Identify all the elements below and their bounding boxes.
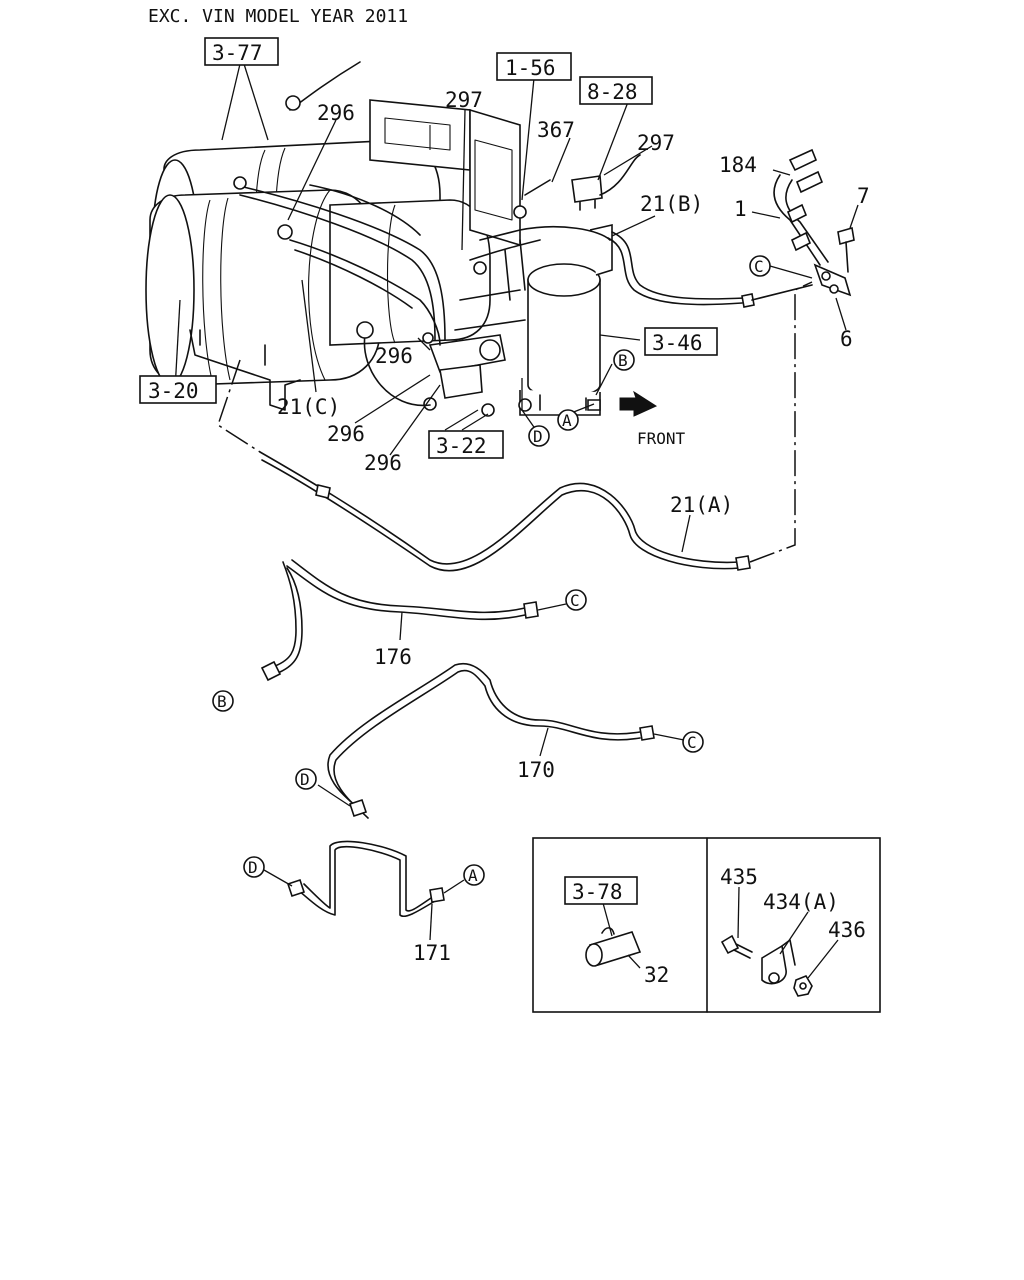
- svg-text:D: D: [300, 770, 310, 789]
- svg-text:B: B: [217, 692, 227, 711]
- connector-c-176: C: [565, 589, 587, 611]
- part-label-170: 170: [517, 758, 555, 782]
- ref-box-1-56[interactable]: 1-56: [496, 52, 572, 81]
- connector-d-171: D: [243, 856, 265, 878]
- part-labels: 296 297 367 297 184 7 1 21(B) 6 296 21(C…: [277, 88, 870, 987]
- pipe-joint-32: [585, 927, 642, 967]
- ref-box-3-78[interactable]: 3-78: [564, 876, 638, 905]
- detail-inset: [532, 837, 881, 1013]
- front-label: FRONT: [637, 429, 686, 448]
- connector-c-top: C: [749, 255, 771, 277]
- bolt: [837, 226, 855, 273]
- part-label-297: 297: [445, 88, 483, 112]
- valve-cluster: [423, 334, 601, 417]
- part-label-296-c: 296: [327, 422, 365, 446]
- svg-text:3-77: 3-77: [212, 41, 263, 65]
- solenoid-valve: [571, 175, 603, 211]
- ref-box-3-22[interactable]: 3-22: [428, 430, 504, 459]
- connector-a-top: A: [557, 409, 579, 431]
- ref-box-3-20[interactable]: 3-20: [139, 375, 217, 404]
- part-label-7: 7: [857, 184, 870, 208]
- connector-d-top: D: [528, 425, 550, 447]
- pipe-170: [317, 662, 685, 819]
- svg-text:C: C: [570, 591, 580, 610]
- front-direction-arrow: [619, 390, 658, 417]
- part-label-296: 296: [317, 101, 355, 125]
- diagram-title: EXC. VIN MODEL YEAR 2011: [148, 6, 408, 27]
- main-assembly: [145, 61, 855, 417]
- part-label-32: 32: [644, 963, 669, 987]
- svg-text:1-56: 1-56: [505, 56, 556, 80]
- connector-b-176: B: [212, 690, 234, 712]
- ref-box-8-28[interactable]: 8-28: [579, 76, 653, 105]
- pipe-21b: [607, 231, 813, 308]
- part-label-434a: 434(A): [763, 890, 839, 914]
- connector-c-170: C: [682, 731, 704, 753]
- union-bracket: [813, 263, 852, 297]
- svg-text:3-78: 3-78: [572, 880, 623, 904]
- pipe-21a: [217, 281, 813, 572]
- air-dryer: [519, 223, 613, 416]
- air-tank-middle: [329, 199, 491, 346]
- connector-b-top: B: [613, 349, 635, 371]
- flex-hose-assembly: [773, 148, 829, 266]
- svg-text:A: A: [562, 411, 572, 430]
- part-label-367: 367: [537, 118, 575, 142]
- svg-text:3-20: 3-20: [148, 379, 199, 403]
- svg-text:C: C: [687, 733, 697, 752]
- part-label-176: 176: [374, 645, 412, 669]
- pipe-176: [260, 559, 567, 682]
- part-label-297-b: 297: [637, 131, 675, 155]
- svg-text:3-22: 3-22: [436, 434, 487, 458]
- part-label-21c: 21(C): [277, 395, 340, 419]
- svg-text:A: A: [468, 866, 478, 885]
- part-label-171: 171: [413, 941, 451, 965]
- leader-lines: [174, 63, 859, 941]
- svg-text:D: D: [248, 858, 258, 877]
- pipe-171: [263, 840, 465, 917]
- part-label-184: 184: [719, 153, 757, 177]
- ref-box-3-77[interactable]: 3-77: [204, 37, 279, 66]
- pipe-bundle: [233, 154, 641, 407]
- part-label-21a: 21(A): [670, 493, 733, 517]
- svg-text:3-46: 3-46: [652, 331, 703, 355]
- tank-mounting-bracket: [189, 329, 301, 411]
- part-label-435: 435: [720, 865, 758, 889]
- part-label-21b: 21(B): [640, 192, 703, 216]
- part-label-436: 436: [828, 918, 866, 942]
- ref-box-3-46[interactable]: 3-46: [644, 327, 718, 356]
- connector-a-171: A: [463, 864, 485, 886]
- frame-crossmember: [369, 99, 521, 247]
- nut-436: [793, 975, 813, 997]
- part-label-296-d: 296: [364, 451, 402, 475]
- svg-text:D: D: [533, 427, 543, 446]
- part-label-1: 1: [734, 197, 747, 221]
- svg-text:C: C: [754, 257, 764, 276]
- part-label-6: 6: [840, 327, 853, 351]
- connector-d-170: D: [295, 768, 317, 790]
- part-label-296-b: 296: [375, 344, 413, 368]
- bolt-435: [720, 934, 753, 959]
- svg-text:8-28: 8-28: [587, 80, 638, 104]
- svg-text:B: B: [618, 351, 628, 370]
